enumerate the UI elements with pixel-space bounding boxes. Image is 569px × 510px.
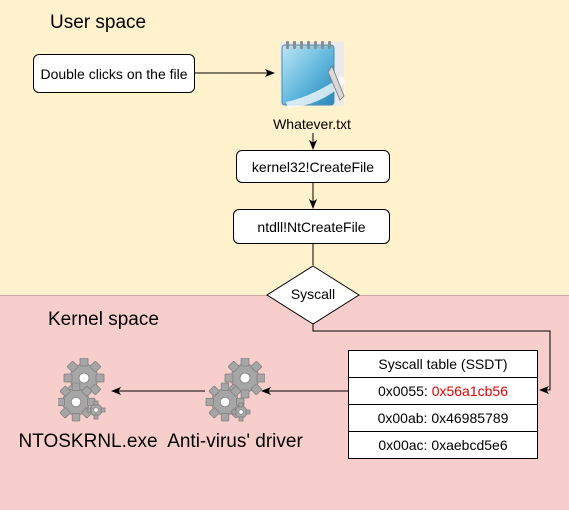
ntoskrnl-label: NTOSKRNL.exe xyxy=(18,431,158,452)
ssdt-index: 0x00ac: xyxy=(378,437,428,453)
ntcreatefile-box: ntdll!NtCreateFile xyxy=(233,209,390,244)
ssdt-row: 0x0055: 0x56a1cb56 xyxy=(349,377,537,404)
kernel-space-title: Kernel space xyxy=(48,309,159,330)
ssdt-address: 0x46985789 xyxy=(431,410,509,426)
ssdt-row: 0x00ac: 0xaebcd5e6 xyxy=(349,431,537,458)
ssdt-index: 0x0055: xyxy=(377,383,428,399)
syscall-label: Syscall xyxy=(290,286,336,302)
ssdt-header: Syscall table (SSDT) xyxy=(378,356,508,372)
driver-label: Anti-virus' driver xyxy=(167,431,303,452)
ssdt-address: 0xaebcd5e6 xyxy=(431,437,508,453)
ssdt-row: 0x00ab: 0x46985789 xyxy=(349,404,537,431)
action-box: Double clicks on the file xyxy=(33,54,195,93)
createfile-box: kernel32!CreateFile xyxy=(236,150,390,183)
ssdt-index: 0x00ab: xyxy=(377,410,428,426)
user-space-title: User space xyxy=(50,12,147,33)
notepad-icon xyxy=(280,41,346,108)
file-label: Whatever.txt xyxy=(273,116,351,132)
ssdt-address-hooked: 0x56a1cb56 xyxy=(431,383,508,399)
ssdt-table: Syscall table (SSDT) 0x0055: 0x56a1cb56 … xyxy=(348,350,538,459)
